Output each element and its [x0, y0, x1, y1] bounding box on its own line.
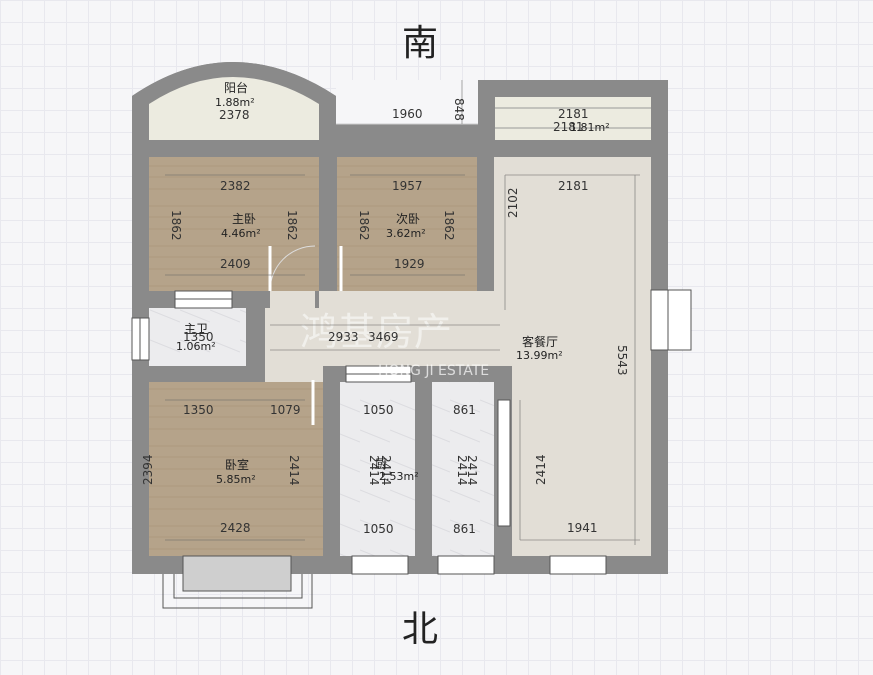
- wc-dim-b: 2414: [465, 455, 479, 486]
- bedroom-dim-bottom: 2428: [220, 521, 251, 535]
- master-bedroom-floor: [149, 157, 319, 291]
- living-dim-left: 2102: [506, 187, 520, 218]
- master-dim-right: 1862: [285, 210, 299, 241]
- balcony2-dim-a: 2181: [558, 107, 589, 121]
- second-dim-right: 1862: [442, 210, 456, 241]
- living-room-floor: [494, 157, 651, 556]
- master-dim-bottom: 2409: [220, 257, 251, 271]
- bedroom-dim-top-a: 1350: [183, 403, 214, 417]
- bedroom-name: 卧室: [225, 457, 249, 472]
- balcony-area: 1.88m²: [215, 96, 255, 109]
- corridor-dim-b: 3469: [368, 330, 399, 344]
- balcony2-dim-b: 2181: [553, 120, 584, 134]
- wc-dim-bottom: 861: [453, 522, 476, 536]
- wc-floor: [432, 382, 494, 556]
- bedroom-dim-right: 2414: [287, 455, 301, 486]
- kitchen-dim-top: 1050: [363, 403, 394, 417]
- kitchen-dim-b: 2414: [379, 455, 393, 486]
- bath-name: 主卫: [184, 322, 208, 336]
- bedroom-dim-top-b: 1079: [270, 403, 301, 417]
- balcony2-area: 1.81m²: [570, 121, 610, 134]
- bath-area: 1.06m²: [176, 340, 216, 353]
- master-dim-top: 2382: [220, 179, 251, 193]
- corridor-dim-a: 2933: [328, 330, 359, 344]
- living-dim-top: 2181: [558, 179, 589, 193]
- master-area: 4.46m²: [221, 227, 261, 240]
- living-dim-bottom: 1941: [567, 521, 598, 535]
- wc-dim-top: 861: [453, 403, 476, 417]
- kitchen-floor: [340, 382, 415, 556]
- living-area: 13.99m²: [516, 349, 563, 362]
- kitchen-area: 2.53m²: [379, 470, 419, 483]
- top-height-dim: 848: [452, 98, 466, 121]
- bedroom-area: 5.85m²: [216, 473, 256, 486]
- watermark-text: 鸿基房产: [300, 310, 452, 354]
- second-bedroom-floor: [337, 157, 477, 291]
- compass-south-label: 南: [402, 23, 439, 64]
- master-name: 主卧: [232, 212, 256, 226]
- master-dim-left: 1862: [169, 210, 183, 241]
- second-dim-top: 1957: [392, 179, 423, 193]
- second-area: 3.62m²: [386, 227, 426, 240]
- kitchen-dim-a: 2414: [367, 455, 381, 486]
- compass-north-label: 北: [402, 609, 439, 650]
- living-name: 客餐厅: [522, 334, 558, 349]
- balcony-2-floor: [495, 97, 651, 141]
- balcony-dim: 2378: [219, 108, 250, 122]
- corridor-floor: [265, 308, 511, 366]
- second-dim-bottom: 1929: [394, 257, 425, 271]
- bedroom-floor: [149, 382, 323, 556]
- wc-dim-a: 2414: [455, 455, 469, 486]
- second-dim-left: 1862: [357, 210, 371, 241]
- bedroom-dim-left: 2394: [141, 454, 155, 485]
- living-dim-lower: 2414: [534, 454, 548, 485]
- balcony-name: 阳台: [224, 80, 248, 95]
- bathroom-floor: [149, 308, 246, 366]
- bath-dim: 1350: [183, 330, 214, 344]
- balcony-floor: [149, 77, 319, 140]
- second-name: 次卧: [396, 212, 420, 226]
- kitchen-name: 厨: [375, 457, 387, 471]
- living-dim-right: 5543: [615, 345, 629, 376]
- watermark-subtext: HONG JI ESTATE: [378, 363, 489, 379]
- kitchen-dim-bottom: 1050: [363, 522, 394, 536]
- top-gap-dim: 1960: [392, 107, 423, 121]
